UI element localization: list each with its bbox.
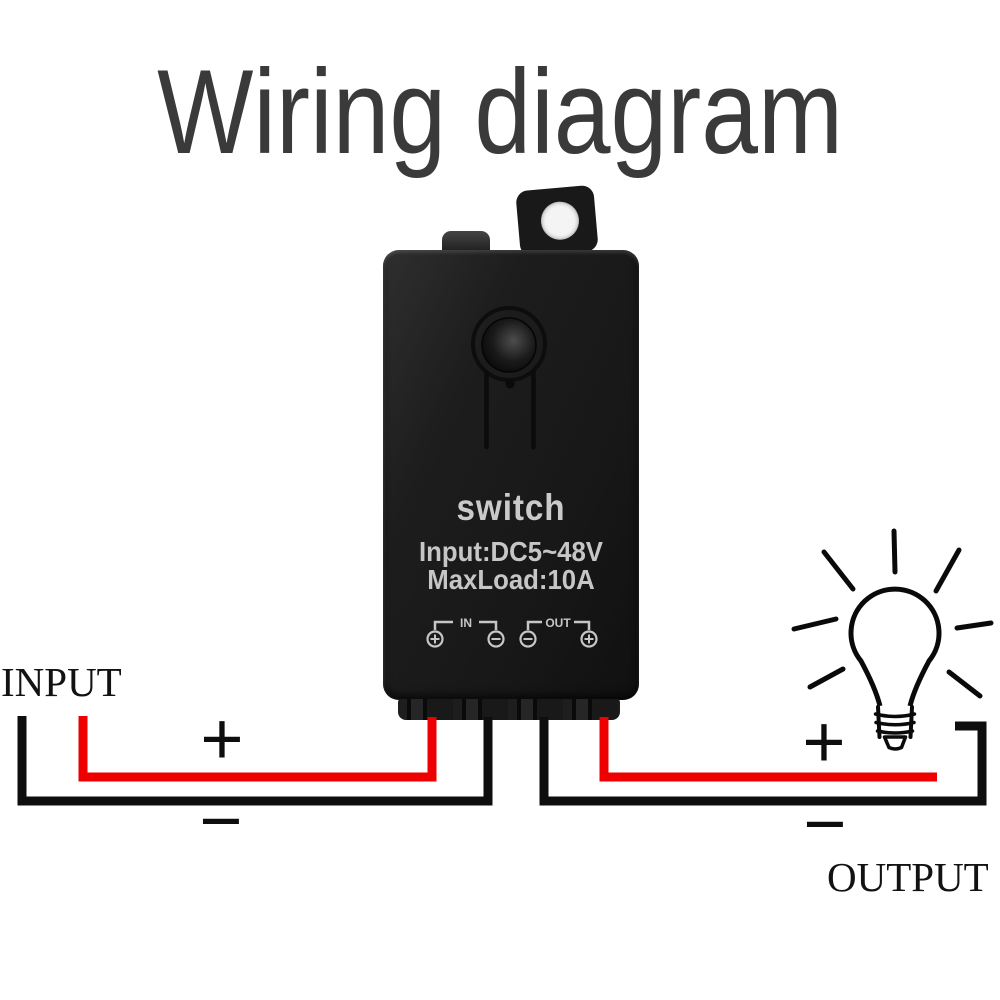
device-maxload-spec: MaxLoad:10A — [427, 564, 595, 595]
mounting-tab-icon — [515, 184, 599, 258]
device-name-label: switch — [456, 487, 566, 528]
output-minus-sign: − — [803, 782, 847, 865]
input-section-label: INPUT — [1, 659, 122, 705]
input-positive-wire — [78, 716, 437, 782]
switch-device-body — [383, 250, 639, 700]
output-plus-sign: + — [802, 700, 846, 783]
bulb-rays — [791, 528, 994, 699]
device-input-spec: Input:DC5~48V — [419, 536, 603, 567]
input-negative-wire — [17, 716, 493, 806]
terminal-block — [398, 699, 620, 720]
mounting-hole — [539, 200, 581, 242]
output-section-label: OUTPUT — [827, 854, 989, 900]
bulb-screw-base — [873, 705, 917, 751]
input-plus-sign: + — [200, 697, 244, 780]
bulb-globe — [848, 586, 942, 707]
output-negative-wire — [539, 717, 987, 806]
output-positive-wire — [599, 717, 937, 782]
page-title: Wiring diagram — [157, 45, 843, 179]
input-minus-sign: − — [199, 779, 243, 862]
